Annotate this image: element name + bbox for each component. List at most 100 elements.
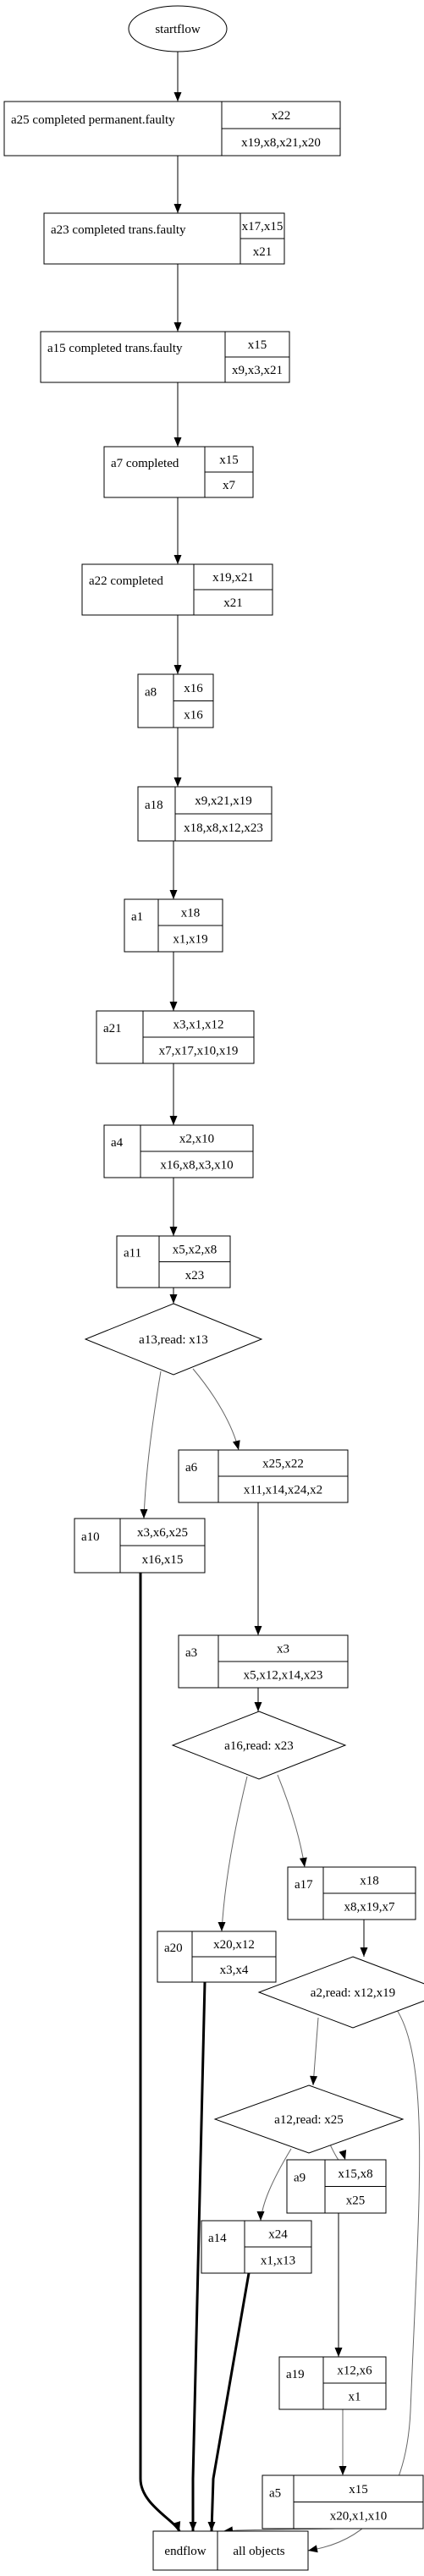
arrowhead	[360, 1947, 368, 1957]
node-title: a19	[286, 2368, 305, 2381]
edges-layer	[139, 52, 421, 2553]
node-outputs: x1	[349, 2391, 361, 2404]
end-label: endflow	[164, 2545, 206, 2558]
node-title: a21	[103, 1022, 122, 1035]
node-outputs: x5,x12,x14,x23	[244, 1669, 323, 1683]
node-outputs: x16,x8,x3,x10	[160, 1159, 233, 1173]
flow-edge	[221, 1776, 248, 1932]
node-inputs: x3,x6,x25	[137, 1526, 188, 1540]
node-a19: a19 x12,x6 x1	[278, 2356, 387, 2410]
flow-edge	[139, 1573, 181, 2532]
node-outputs: x23	[185, 1269, 205, 1283]
flow-edge	[143, 1370, 162, 1519]
node-inputs: x15	[248, 338, 267, 352]
node-title: a3	[185, 1646, 197, 1660]
node-inputs: x2,x10	[179, 1133, 214, 1146]
arrowhead	[218, 1922, 226, 1931]
flow-edge	[191, 1981, 206, 2531]
arrowhead	[254, 1702, 262, 1711]
flow-edge	[307, 2004, 421, 2551]
node-outputs: x16	[184, 708, 203, 722]
arrowhead	[189, 2522, 197, 2531]
decision-diamond	[171, 1711, 347, 1780]
node-inputs: x5,x2,x8	[173, 1243, 218, 1256]
decision-a13: a13,read: x13	[84, 1303, 263, 1376]
node-a4: a4 x2,x10 x16,x8,x3,x10	[103, 1124, 254, 1178]
node-title: a8	[145, 686, 157, 700]
node-a5: a5 x15 x20,x1,x10	[262, 2474, 424, 2529]
node-title: a20	[164, 1942, 183, 1955]
node-outputs: x16,x15	[142, 1553, 184, 1567]
end-objects-label: all objects	[233, 2545, 284, 2558]
node-inputs: x22	[272, 109, 291, 123]
node-inputs: x19,x21	[212, 571, 254, 585]
node-outputs: x21	[223, 596, 243, 610]
node-inputs: x17,x15	[242, 220, 284, 233]
decision-a2: a2,read: x12,x19	[257, 1956, 424, 2029]
node-outputs: x1,x13	[261, 2255, 295, 2268]
node-a14: a14 x24 x1,x13	[201, 2220, 312, 2274]
node-outputs: x19,x8,x21,x20	[241, 136, 321, 150]
arrowhead	[173, 92, 182, 102]
node-title: a14	[208, 2232, 227, 2245]
flow-edge	[192, 1368, 240, 1451]
arrowhead	[173, 437, 182, 447]
decision-a12: a12,read: x25	[213, 2084, 405, 2154]
arrowhead	[169, 1294, 178, 1304]
node-inputs: x15	[349, 2483, 368, 2496]
node-inputs: x9,x21,x19	[195, 794, 252, 808]
node-title: a9	[294, 2172, 306, 2185]
arrowhead	[339, 2150, 347, 2160]
node-outputs: x1,x19	[173, 933, 207, 947]
arrowhead	[308, 2545, 318, 2553]
node-a7: a7 completed x15 x7	[103, 446, 254, 498]
flow-edge	[210, 2272, 251, 2532]
node-title: a7 completed	[111, 457, 179, 470]
node-outputs: x9,x3,x21	[232, 364, 283, 377]
node-title: a22 completed	[89, 574, 163, 588]
node-outputs: x3,x4	[220, 1964, 249, 1977]
arrowhead	[173, 665, 182, 674]
node-outputs: x21	[253, 245, 273, 259]
node-inputs: x12,x6	[337, 2365, 372, 2378]
node-title: a4	[111, 1136, 124, 1150]
arrowhead	[254, 1626, 262, 1635]
decision-label: a2,read: x12,x19	[311, 1986, 395, 2000]
node-outputs: x25	[346, 2194, 366, 2207]
node-outputs: x20,x1,x10	[330, 2509, 388, 2523]
node-inputs: x24	[268, 2228, 288, 2242]
node-outputs: x11,x14,x24,x2	[244, 1484, 322, 1497]
end-node: endflow all objects	[152, 2530, 309, 2571]
node-inputs: x25,x22	[262, 1458, 304, 1471]
decision-diamond	[213, 2084, 405, 2154]
node-inputs: x3,x1,x12	[173, 1019, 224, 1032]
decision-label: a13,read: x13	[139, 1333, 208, 1347]
arrowhead	[173, 204, 182, 213]
arrowhead	[173, 555, 182, 564]
decision-diamond	[84, 1303, 263, 1376]
arrowhead	[173, 777, 182, 787]
node-title: a5	[269, 2487, 281, 2501]
node-inputs: x18	[360, 1875, 379, 1888]
arrowhead	[256, 2211, 265, 2221]
arrowhead	[169, 1002, 178, 1011]
arrowhead	[299, 1857, 307, 1867]
node-inputs: x15	[219, 453, 239, 467]
node-title: a1	[131, 910, 143, 924]
node-inputs: x16	[184, 682, 203, 695]
node-a8: a8 x16 x16	[137, 673, 214, 728]
node-outputs: x7	[223, 479, 236, 492]
start-label: startflow	[155, 23, 200, 36]
arrowhead	[310, 2075, 318, 2085]
arrowhead	[339, 2466, 347, 2475]
arrowhead	[232, 1440, 240, 1450]
node-title: a17	[295, 1878, 313, 1892]
node-outputs: x8,x19,x7	[344, 1901, 396, 1914]
